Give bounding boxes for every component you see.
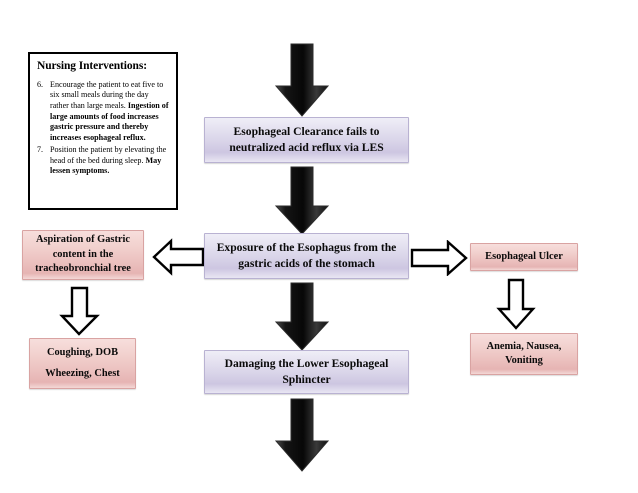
note-item-text: Encourage the patient to eat five to six… — [50, 80, 169, 144]
flow-box-line: Voniting — [505, 355, 543, 366]
flow-box-esophagus-exposure: Exposure of the Esophagus from the gastr… — [204, 233, 409, 279]
flow-box-line: Anemia, Nausea, — [486, 340, 562, 352]
down-arrow-icon-exposure-to-damaging — [274, 282, 330, 352]
down-arrow-icon-to-coughing — [59, 286, 100, 336]
note-item-number: 6. — [37, 79, 44, 89]
left-arrow-icon-to-aspiration — [152, 238, 205, 276]
flow-box-line: Esophageal Ulcer — [485, 250, 563, 262]
flow-box-aspiration-gastric-content: Aspiration of Gastric content in the tra… — [22, 230, 144, 280]
flow-box-coughing-symptoms: Coughing, DOB Wheezing, Chest — [29, 338, 136, 389]
note-item-emphasis: Ingestion of large amounts of food incre… — [50, 101, 169, 143]
flow-box-text: Exposure of the Esophagus from the gastr… — [217, 240, 397, 272]
note-item-lead: Position the patient by elevating the he… — [50, 144, 167, 165]
list-item: 7. Position the patient by elevating the… — [37, 145, 169, 177]
note-item-lead: Encourage the patient to eat five to six… — [50, 79, 164, 111]
flow-box-anemia-nausea-vomiting: Anemia, Nausea, Voniting — [470, 333, 578, 375]
flow-box-damaging-les: Damaging the Lower Esophageal Sphincter — [204, 350, 409, 394]
note-item-emphasis: May lessen symptoms. — [50, 155, 162, 176]
note-title: Nursing Interventions: — [37, 60, 147, 72]
flow-box-line: tracheobronchial tree — [35, 263, 131, 275]
flow-box-line: Exposure of the Esophagus from the — [216, 241, 397, 255]
flow-box-line: Damaging the Lower Esophageal — [224, 357, 389, 371]
flow-box-line: gastric acids of the stomach — [238, 257, 375, 270]
down-arrow-icon-top — [274, 43, 330, 118]
flow-box-esophageal-ulcer: Esophageal Ulcer — [470, 243, 578, 271]
flow-box-line: Esophageal Clearance fails to — [233, 125, 380, 139]
flow-box-text: Esophageal Clearance fails to neutralize… — [229, 124, 383, 156]
nursing-interventions-box: Nursing Interventions: 6. Encourage the … — [28, 52, 178, 210]
flow-box-text: Esophageal Ulcer — [485, 250, 563, 264]
flow-box-line: content in the — [52, 248, 114, 260]
flow-box-line: Wheezing, Chest — [45, 367, 120, 379]
down-arrow-icon-clearance-to-exposure — [274, 166, 330, 236]
flow-box-line: Sphincter — [282, 373, 331, 386]
list-item: 6. Encourage the patient to eat five to … — [37, 80, 169, 144]
flow-box-text: Damaging the Lower Esophageal Sphincter — [225, 356, 389, 388]
flow-box-text: Anemia, Nausea, Voniting — [487, 340, 562, 369]
flow-box-line: neutralized acid reflux via LES — [229, 141, 384, 154]
flow-box-text: Aspiration of Gastric content in the tra… — [35, 233, 131, 276]
flow-box-line: Coughing, DOB — [46, 347, 119, 359]
flow-box-esophageal-clearance: Esophageal Clearance fails to neutralize… — [204, 117, 409, 163]
note-item-text: Position the patient by elevating the he… — [50, 145, 169, 177]
right-arrow-icon-to-ulcer — [410, 240, 468, 276]
down-arrow-icon-bottom — [274, 398, 330, 473]
flow-box-line: Aspiration of Gastric — [35, 234, 131, 246]
note-list: 6. Encourage the patient to eat five to … — [37, 80, 169, 177]
note-item-number: 7. — [37, 144, 44, 154]
down-arrow-icon-to-anemia — [496, 278, 536, 330]
